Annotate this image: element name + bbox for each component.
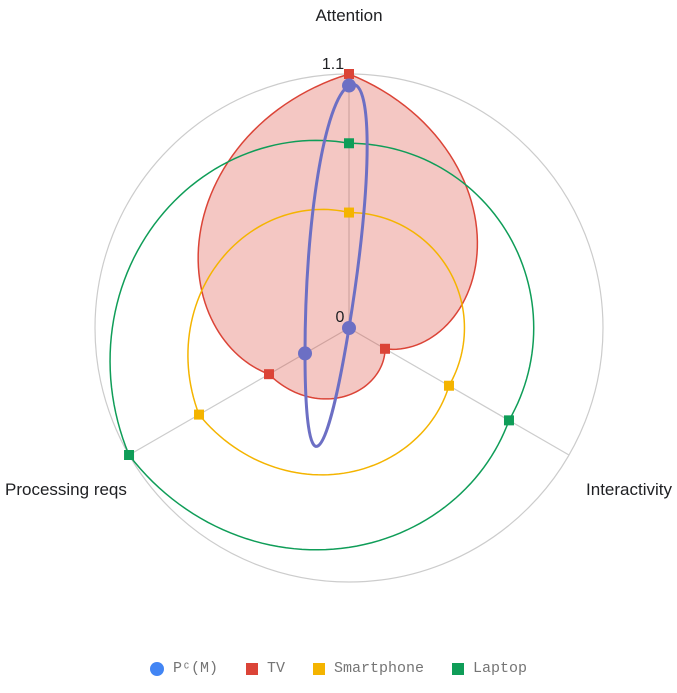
point-tv-0[interactable] (344, 69, 354, 79)
point-smartphone-2[interactable] (194, 409, 205, 420)
point-smartphone-1[interactable] (443, 380, 454, 391)
series-area-laptop (109, 139, 535, 551)
tick-label-max: 1.1 (322, 56, 344, 73)
point-laptop-0[interactable] (344, 138, 354, 149)
legend-swatch-tv (245, 662, 258, 675)
legend-label-tv: TV (266, 660, 285, 677)
legend-swatch-laptop (452, 662, 465, 675)
series-layer (109, 69, 535, 551)
legend-swatch-smartphone (313, 662, 325, 675)
point-pc-m-0[interactable] (342, 78, 356, 93)
tick-label-zero: 0 (336, 309, 345, 326)
legend-swatch-pc (149, 661, 164, 676)
axis-label-processing-reqs: Processing reqs (5, 480, 127, 499)
point-tv-1[interactable] (379, 343, 390, 354)
legend-item-pc[interactable]: Pᶜ(M) (149, 660, 218, 677)
series-area-tv (197, 73, 479, 400)
axis-label-attention: Attention (315, 6, 382, 25)
legend-label-laptop: Laptop (473, 660, 528, 677)
point-pc-m-2[interactable] (298, 346, 313, 361)
axis-label-interactivity: Interactivity (586, 480, 672, 499)
point-smartphone-0[interactable] (344, 207, 354, 218)
legend-item-laptop[interactable]: Laptop (452, 660, 527, 677)
legend-label-smartphone: Smartphone (334, 660, 425, 677)
series-line-pc-m (303, 82, 369, 448)
point-pc-m-1[interactable] (342, 321, 356, 335)
point-laptop-2[interactable] (124, 450, 135, 460)
axis-labels: Attention Interactivity Processing reqs … (5, 6, 672, 499)
legend-item-smartphone[interactable]: Smartphone (313, 660, 424, 677)
series-area-smartphone (187, 208, 466, 476)
legend-item-tv[interactable]: TV (245, 660, 285, 677)
grid-spoke-2 (128, 327, 350, 456)
legend: Pᶜ(M) TV Smartphone Laptop (0, 660, 677, 677)
legend-label-pc: Pᶜ(M) (172, 660, 218, 677)
point-tv-2[interactable] (264, 369, 275, 380)
point-laptop-1[interactable] (503, 415, 514, 426)
